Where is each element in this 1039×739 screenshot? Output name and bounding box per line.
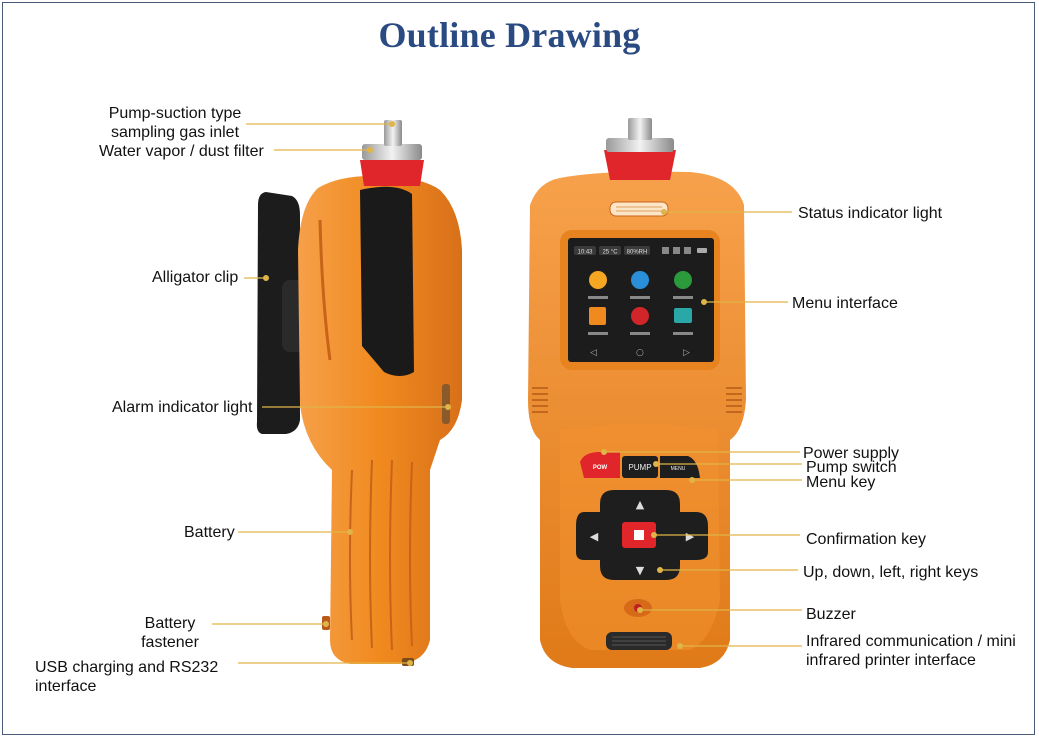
home-icon: ○ (636, 348, 644, 358)
front-gas-inlet (628, 118, 652, 140)
label-fastener: Battery fastener (130, 614, 210, 652)
document-icon (589, 307, 606, 325)
down-key-icon: ▼ (636, 564, 645, 577)
label-infrared-line2: infrared printer interface (806, 652, 976, 669)
label-infrared-line1: Infrared communication / mini (806, 633, 1016, 650)
screen-menu-icons: ◁ ○ ▷ (588, 271, 693, 358)
side-alarm-light (442, 384, 450, 424)
label-filter: Water vapor / dust filter (99, 143, 264, 160)
page-title: Outline Drawing (378, 15, 641, 55)
monitor-icon (674, 308, 692, 323)
leader-dots (263, 121, 707, 666)
side-view-device (256, 120, 462, 666)
menu-key (660, 456, 700, 478)
front-filter-cap (604, 150, 676, 180)
label-pump-inlet-line2: sampling gas inlet (110, 124, 240, 141)
right-key-icon: ▶ (686, 530, 695, 543)
leader-lines (212, 123, 802, 664)
alligator-clip (256, 192, 300, 434)
front-filter-ring (606, 138, 674, 152)
status-light-bar (609, 201, 669, 217)
label-fastener-line2: fastener (141, 634, 199, 651)
side-filter-cap (360, 160, 424, 186)
label-usb: USB charging and RS232 interface (35, 658, 218, 696)
label-power-supply: Power supply (803, 445, 900, 462)
side-recess (318, 219, 332, 361)
alarm-icon (631, 307, 649, 325)
back-icon: ◁ (590, 348, 597, 358)
up-key-icon: ▲ (636, 498, 645, 511)
left-key-icon: ◀ (590, 530, 599, 543)
label-clip: Alligator clip (152, 269, 239, 286)
lcd-screen (568, 238, 714, 362)
label-buzzer: Buzzer (806, 606, 856, 623)
label-pump-inlet-line1: Pump-suction type (108, 105, 242, 122)
recycle-icon (674, 271, 692, 289)
pump-key-label: PUMP (628, 463, 651, 472)
label-pump-inlet: Pump-suction type sampling gas inlet (100, 104, 250, 142)
label-alarm-light: Alarm indicator light (112, 399, 253, 416)
power-key-label: POW (593, 465, 608, 471)
screen-status-temp: 25 °C (602, 250, 618, 256)
screen-status-time: 10:43 (577, 250, 593, 256)
side-vents (532, 387, 742, 413)
label-usb-line1: USB charging and RS232 (35, 659, 219, 676)
front-view-device: 10:43 25 °C 80%RH ◁ ○ ▷ POW PUMP MENU (528, 118, 746, 668)
label-arrow-keys: Up, down, left, right keys (803, 564, 979, 581)
recent-icon: ▷ (683, 348, 690, 358)
side-gas-inlet (384, 120, 402, 146)
label-status-light: Status indicator light (798, 205, 943, 222)
label-fastener-line1: Battery (144, 615, 196, 632)
power-key (580, 452, 620, 478)
label-battery: Battery (184, 524, 235, 541)
person-icon (631, 271, 649, 289)
label-pump-switch: Pump switch (806, 459, 897, 476)
label-menu-key: Menu key (806, 474, 876, 491)
label-confirm-key: Confirmation key (806, 531, 927, 548)
label-usb-line2: interface (35, 678, 97, 695)
label-menu-interface: Menu interface (792, 295, 898, 312)
pump-key (622, 456, 658, 478)
menu-key-label: MENU (671, 466, 686, 472)
screen-status-humidity: 80%RH (627, 250, 648, 256)
label-infrared: Infrared communication / mini infrared p… (806, 632, 1016, 670)
side-dark-panel (360, 186, 414, 376)
grip-ridges (349, 459, 413, 651)
timer-icon (589, 271, 607, 289)
side-filter-ring (362, 144, 422, 160)
side-housing (298, 175, 462, 664)
